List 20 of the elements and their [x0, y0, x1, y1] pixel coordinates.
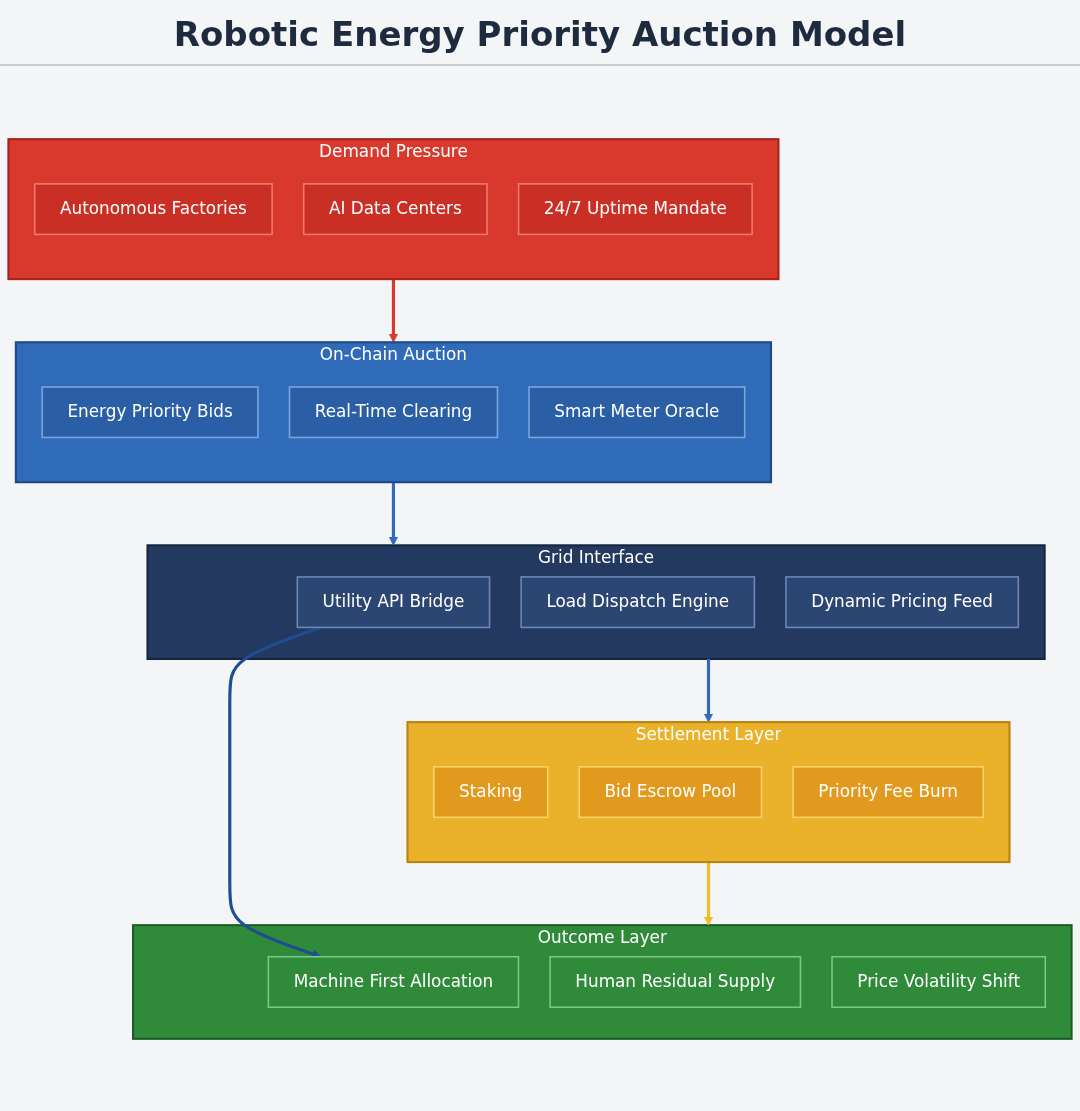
arrow	[703, 862, 714, 926]
node-box: Autonomous Factories	[33, 183, 273, 236]
diagram-title: Robotic Energy Priority Auction Model	[0, 14, 1080, 66]
node-box: AI Data Centers	[302, 183, 488, 236]
node-box: Real-Time Clearing	[288, 386, 499, 439]
node-box: Load Dispatch Engine	[520, 576, 756, 629]
arrow	[703, 658, 714, 723]
arrow	[388, 279, 399, 343]
node-box: Utility API Bridge	[296, 576, 491, 629]
node-box: Priority Fee Burn	[792, 766, 984, 819]
node-box: Bid Escrow Pool	[578, 766, 763, 819]
node-box: Dynamic Pricing Feed	[785, 576, 1020, 629]
node-box: Human Residual Supply	[549, 955, 802, 1009]
node-box: 24/7 Uptime Mandate	[517, 183, 753, 236]
node-box: Staking	[433, 766, 549, 819]
node-box: Smart Meter Oracle	[528, 386, 746, 439]
node-box: Energy Priority Bids	[41, 386, 259, 439]
node-box: Machine First Allocation	[267, 955, 520, 1009]
arrow	[388, 482, 399, 546]
node-box: Price Volatility Shift	[831, 955, 1047, 1009]
